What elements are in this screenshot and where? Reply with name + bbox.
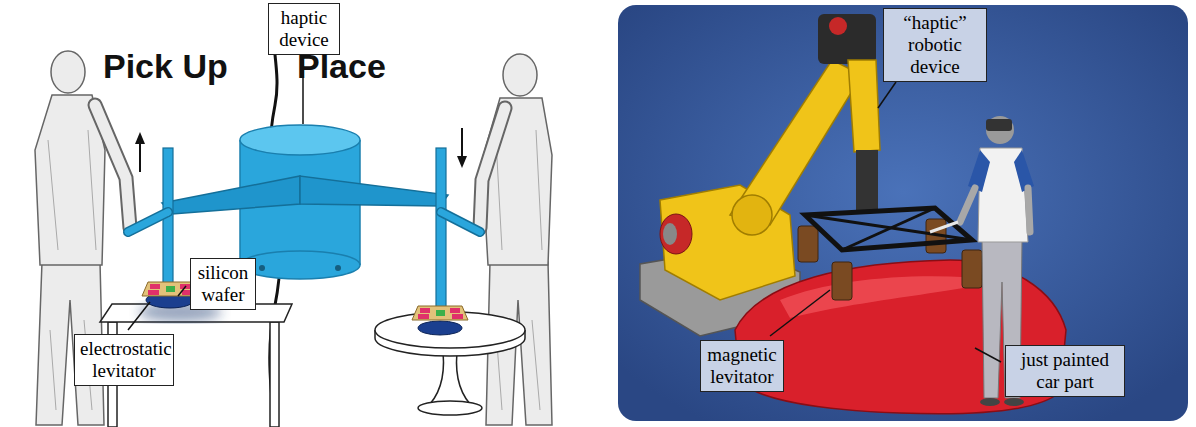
electrode-center <box>166 286 175 292</box>
person-arm-outline <box>480 108 505 228</box>
cylinder-top <box>240 125 360 155</box>
haptic-device <box>128 125 480 310</box>
person-arm <box>960 188 975 222</box>
label-box: magnetic levitator <box>700 340 784 392</box>
sketch-hatching <box>496 130 542 410</box>
label-box: haptic device <box>268 3 340 55</box>
robot-motor <box>660 214 692 254</box>
person-head <box>503 54 537 96</box>
cylinder-bottom <box>240 251 360 279</box>
caster <box>335 265 341 271</box>
operator-figure <box>480 54 552 425</box>
leader-line <box>975 348 1001 362</box>
motion-arrow <box>461 128 463 158</box>
magnetic-levitator <box>798 208 982 300</box>
person-arm <box>480 108 505 228</box>
motion-arrow <box>139 142 141 172</box>
label-text: “haptic” robotic device <box>889 12 981 78</box>
electrode-center <box>436 310 445 316</box>
robot-elbow-motor <box>818 14 876 64</box>
person-foot <box>1004 398 1024 406</box>
person-arm <box>1028 188 1030 232</box>
vr-headset <box>986 119 1012 131</box>
levitator-pod <box>798 226 818 262</box>
frame-brace <box>842 208 935 250</box>
device-handle <box>441 212 480 232</box>
electrode <box>418 314 429 319</box>
panel-heading: Pick Up <box>103 48 228 85</box>
robot-arm <box>640 14 880 336</box>
levitator-plate <box>412 306 468 320</box>
electrostatic-levitator <box>412 306 468 320</box>
panel-heading: Place <box>297 48 386 85</box>
scene-panel <box>618 5 1188 421</box>
silicon-wafer <box>418 321 462 335</box>
robot-forearm <box>848 60 880 152</box>
person-head <box>51 51 85 93</box>
leader-line <box>178 286 186 296</box>
device-handle-outline <box>441 212 480 232</box>
levitator-pod <box>962 250 982 288</box>
label-box: electrostatic levitator <box>74 334 174 386</box>
leader-line <box>128 302 150 330</box>
caster <box>259 265 265 271</box>
place-table <box>375 312 525 415</box>
arrow-head <box>457 156 467 168</box>
device-pole <box>436 148 446 310</box>
label-text: haptic device <box>274 7 334 51</box>
label-box: silicon wafer <box>190 258 256 310</box>
levitator-pod <box>832 262 852 300</box>
robot-wrist <box>856 150 878 212</box>
device-arm <box>300 176 448 206</box>
label-box: just painted car part <box>1005 345 1125 397</box>
arrow-head <box>135 132 145 144</box>
label-text: electrostatic levitator <box>80 338 168 382</box>
label-box: “haptic” robotic device <box>883 8 987 82</box>
device-handle <box>128 212 168 232</box>
electrode <box>450 308 460 313</box>
device-arm <box>162 176 300 214</box>
person-foot <box>980 398 1000 406</box>
electrode <box>452 314 463 319</box>
hand-tool <box>930 222 958 232</box>
label-text: silicon wafer <box>196 262 250 306</box>
motor-cap <box>663 223 677 245</box>
person-arm <box>95 105 130 228</box>
leader-line <box>770 290 830 336</box>
label-text: just painted car part <box>1011 349 1119 393</box>
electrode <box>420 308 430 313</box>
levitator-frame <box>805 208 972 250</box>
shirt-sleeve <box>968 150 990 192</box>
table-leg <box>270 322 279 427</box>
shirt-sleeve <box>1014 150 1034 192</box>
person-arm-outline <box>95 105 130 228</box>
table-base <box>418 401 482 415</box>
person-head <box>986 116 1014 144</box>
robot-motor-cap <box>829 17 847 35</box>
label-text: magnetic levitator <box>706 344 778 388</box>
leader-line <box>878 82 896 108</box>
electrode <box>148 290 159 295</box>
robot-shoulder <box>732 195 772 235</box>
electrode <box>150 284 160 289</box>
device-handle-outline <box>128 212 168 232</box>
